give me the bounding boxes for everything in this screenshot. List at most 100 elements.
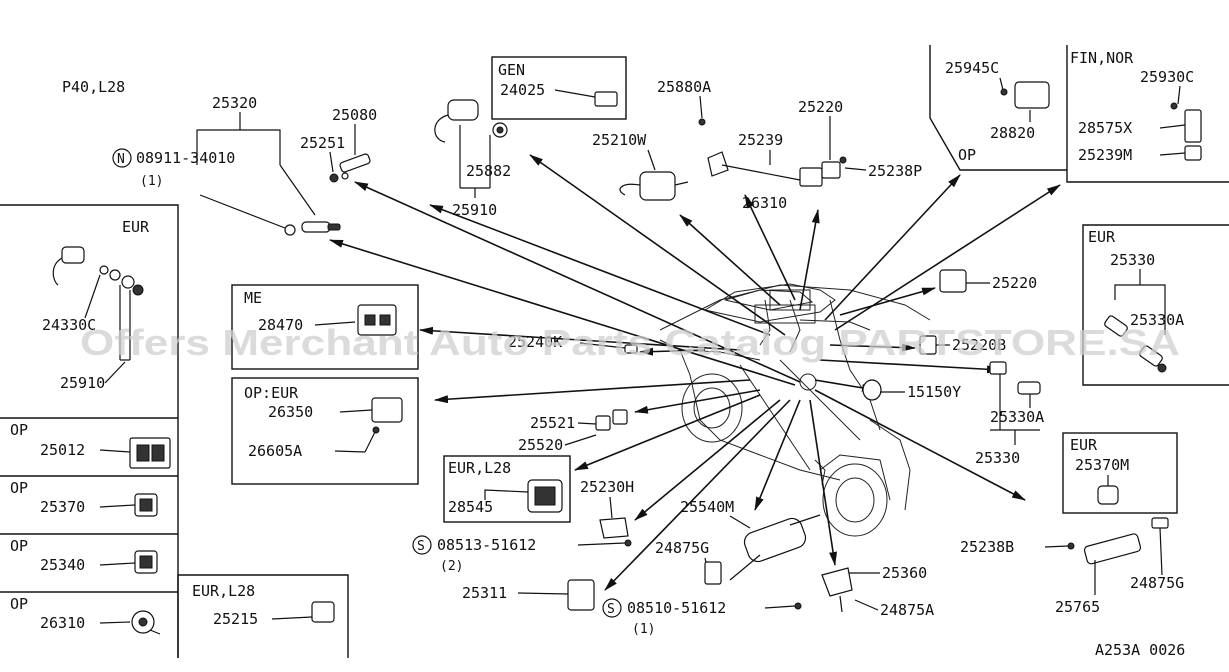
callout-25240k: 25240K bbox=[508, 333, 562, 351]
switch-icon bbox=[1097, 485, 1119, 505]
group-25765: 25238B 25765 24875G bbox=[960, 517, 1184, 616]
callout-25239m: 25239M bbox=[1078, 146, 1132, 164]
relay-icon bbox=[939, 269, 967, 293]
callout-25210w: 25210W bbox=[592, 131, 647, 149]
screw-icon bbox=[698, 118, 706, 126]
group-screw-08510: S 08510-51612 (1) bbox=[602, 598, 802, 637]
box-op-top: 25945C 28820 OP bbox=[929, 45, 1067, 171]
bolt-circle-letter: N bbox=[117, 152, 125, 167]
label-eur-lower: EUR bbox=[1070, 436, 1098, 454]
switch-icon bbox=[567, 579, 595, 611]
group-25210w: 25210W bbox=[592, 131, 689, 201]
screw2-circle-letter: S bbox=[607, 602, 615, 617]
callout-24330c: 24330C bbox=[42, 316, 96, 334]
box-eur-l28-25215: EUR,L28 25215 bbox=[177, 574, 349, 658]
callout-25215: 25215 bbox=[213, 610, 258, 628]
group-25080: 25080 25251 bbox=[300, 106, 377, 183]
cover-icon bbox=[1151, 517, 1169, 529]
callout-25370m: 25370M bbox=[1075, 456, 1129, 474]
callout-25930c: 25930C bbox=[1140, 68, 1194, 86]
callout-25230h: 25230H bbox=[580, 478, 634, 496]
callout-25330a-right: 25330A bbox=[1130, 311, 1184, 329]
callout-25311: 25311 bbox=[462, 584, 507, 602]
clip-icon bbox=[624, 344, 638, 354]
relay-icon bbox=[594, 91, 618, 107]
left-row-2-part: 25370 bbox=[40, 498, 85, 516]
sensor-icon bbox=[301, 221, 331, 233]
relay-icon bbox=[1014, 81, 1050, 109]
group-25882: 25882 25910 bbox=[434, 99, 511, 219]
washer-icon bbox=[284, 224, 296, 236]
callout-25330-right: 25330 bbox=[1110, 251, 1155, 269]
callout-25080: 25080 bbox=[332, 106, 377, 124]
watermark: Offers Merchant Auto Parts Catalog PARTS… bbox=[80, 322, 1180, 363]
left-panel: EUR 24330C 25910 OP 25012 OP 25370 OP 25… bbox=[0, 204, 179, 658]
label-op-eur: OP:EUR bbox=[244, 384, 299, 402]
screw-symbol-icon bbox=[412, 535, 432, 555]
label-op-top: OP bbox=[958, 146, 976, 164]
connector-icon bbox=[1083, 533, 1142, 565]
callout-25220-right: 25220 bbox=[992, 274, 1037, 292]
callout-25330-bottom: 25330 bbox=[975, 449, 1020, 467]
callout-25520: 25520 bbox=[518, 436, 563, 454]
callout-25910-left: 25910 bbox=[60, 374, 105, 392]
label-eur-l28-28545: EUR,L28 bbox=[448, 459, 511, 477]
callout-24875g-mid: 24875G bbox=[655, 539, 709, 557]
callout-bolt-qty: (1) bbox=[140, 174, 163, 189]
group-25220-right: 25220 25220B 15150Y bbox=[862, 269, 1037, 401]
bracket-icon bbox=[1184, 109, 1202, 143]
label-fin-nor: FIN,NOR bbox=[1070, 49, 1134, 67]
callout-25239: 25239 bbox=[738, 131, 783, 149]
callout-26605a: 26605A bbox=[248, 442, 302, 460]
left-row-4-tag: OP bbox=[10, 595, 28, 613]
callout-08513-51612: 08513-51612 bbox=[437, 536, 536, 554]
group-25311: 25311 bbox=[462, 579, 595, 611]
callout-25238p: 25238P bbox=[868, 162, 922, 180]
callout-25880a: 25880A bbox=[657, 78, 711, 96]
label-eur-l28-25215: EUR,L28 bbox=[192, 582, 255, 600]
screw-symbol-icon bbox=[602, 598, 622, 618]
callout-25251: 25251 bbox=[300, 134, 345, 152]
relay-icon bbox=[799, 167, 823, 187]
flasher-unit-icon bbox=[639, 171, 676, 201]
switch-icon bbox=[371, 397, 403, 423]
group-25540m: 25540M 24875G bbox=[655, 498, 821, 585]
screw1-circle-letter: S bbox=[417, 539, 425, 554]
arrow-lines bbox=[329, 154, 1061, 591]
callout-25540m: 25540M bbox=[680, 498, 734, 516]
cover-icon bbox=[704, 561, 722, 585]
box-gen: GEN 24025 bbox=[491, 56, 627, 120]
callout-25220-top: 25220 bbox=[798, 98, 843, 116]
left-row-4-part: 26310 bbox=[40, 614, 85, 632]
switch-icon bbox=[821, 567, 853, 597]
group-25521: 25521 25520 bbox=[518, 409, 628, 454]
callout-25360: 25360 bbox=[882, 564, 927, 582]
callout-08510-qty: (1) bbox=[632, 622, 655, 637]
box-me: ME 28470 bbox=[231, 284, 419, 370]
callout-25945c: 25945C bbox=[945, 59, 999, 77]
bulb-socket-icon bbox=[595, 415, 611, 431]
callout-25220b: 25220B bbox=[952, 336, 1006, 354]
callout-26310-top: 26310 bbox=[742, 194, 787, 212]
callout-25882: 25882 bbox=[466, 162, 511, 180]
horn-icon bbox=[61, 246, 85, 264]
callout-25320: 25320 bbox=[212, 94, 257, 112]
group-25230h: 25230H bbox=[580, 478, 634, 539]
module-icon bbox=[357, 304, 397, 336]
callout-24875g-right: 24875G bbox=[1130, 574, 1184, 592]
left-row-1-tag: OP bbox=[10, 421, 28, 439]
group-25330-bottom: 25330A 25330 bbox=[975, 361, 1044, 467]
callout-24875a: 24875A bbox=[880, 601, 934, 619]
box-eur-l28-28545: EUR,L28 28545 bbox=[443, 455, 571, 523]
label-eur-right: EUR bbox=[1088, 228, 1116, 246]
nut-symbol-icon bbox=[112, 148, 132, 168]
callout-15150y: 15150Y bbox=[907, 383, 961, 401]
callout-25330a-bottom: 25330A bbox=[990, 408, 1044, 426]
callout-08510-51612: 08510-51612 bbox=[627, 599, 726, 617]
left-row-1-part: 25012 bbox=[40, 441, 85, 459]
diagram-code: A253A 0026 bbox=[1095, 641, 1185, 659]
callout-25910: 25910 bbox=[452, 201, 497, 219]
label-gen: GEN bbox=[498, 61, 525, 79]
callout-bolt: 08911-34010 bbox=[136, 149, 235, 167]
